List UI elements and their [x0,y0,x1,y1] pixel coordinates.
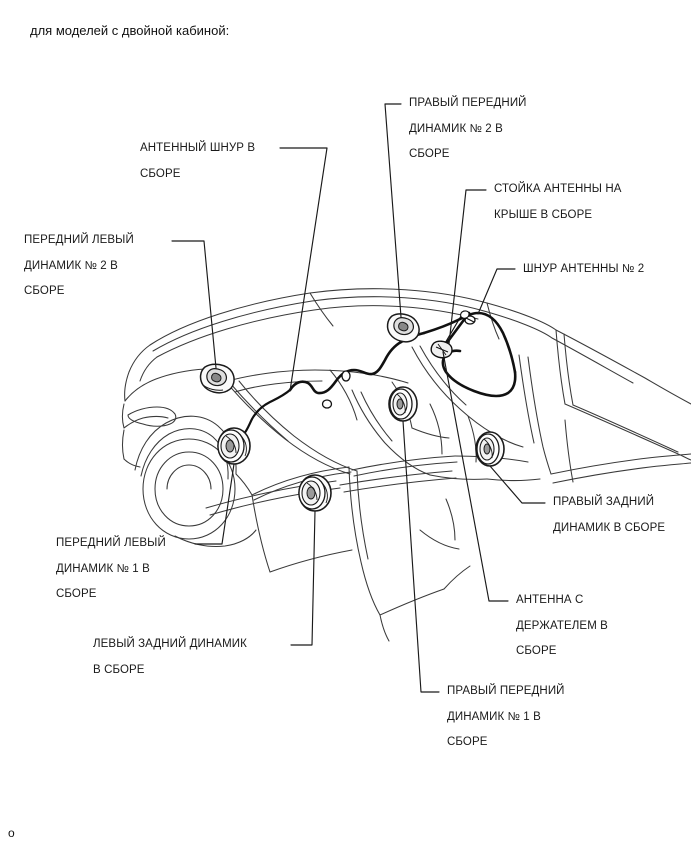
speaker-right-front-no1 [388,386,418,422]
callout-line: СБОРЕ [24,285,65,297]
leader-lines [171,103,546,693]
speaker-front-left-door-no1 [217,427,251,465]
callout-line: ПРАВЫЙ ПЕРЕДНИЙ [447,685,565,697]
callout-antenna-cord-assembly: АНТЕННЫЙ ШНУР В СБОРЕ [140,136,255,187]
callout-line: ДИНАМИК В СБОРЕ [553,521,666,534]
callout-right-rear-speaker-assembly: ПРАВЫЙ ЗАДНИЙ ДИНАМИК В СБОРЕ [553,490,665,541]
callout-roof-antenna-pole-assembly: СТОЙКА АНТЕННЫ НА КРЫШЕ В СБОРЕ [494,177,622,228]
speaker-front-left-no2 [199,363,235,394]
antenna-cord-clamps [321,315,476,409]
page-heading: для моделей с двойной кабиной: [30,23,230,38]
callout-line: СБОРЕ [447,736,488,748]
callout-line: ДЕРЖАТЕЛЕМ В [516,619,608,632]
callout-line: КРЫШЕ В СБОРЕ [494,208,593,221]
callout-front-left-speaker-no2-assembly: ПЕРЕДНИЙ ЛЕВЫЙ ДИНАМИК № 2 В СБОРЕ [24,228,134,305]
callout-front-left-speaker-no1-assembly: ПЕРЕДНИЙ ЛЕВЫЙ ДИНАМИК № 1 В СБОРЕ [56,531,166,608]
page-footnote: o [8,826,15,840]
callout-line: ДИНАМИК № 2 В [24,259,118,272]
callout-line: ДИНАМИК № 2 В [409,122,503,135]
callout-line: ПЕРЕДНИЙ ЛЕВЫЙ [24,234,134,246]
callout-antenna-cord-no2: ШНУР АНТЕННЫ № 2 [523,257,644,283]
callout-line: В СБОРЕ [93,663,145,676]
callout-line: ЛЕВЫЙ ЗАДНИЙ ДИНАМИК [93,638,247,650]
callout-line: ПРАВЫЙ ЗАДНИЙ [553,496,655,508]
callout-line: ПЕРЕДНИЙ ЛЕВЫЙ [56,537,166,549]
callout-line: СБОРЕ [516,645,557,657]
antenna-mast-with-holder [430,310,471,359]
callout-line: СБОРЕ [409,148,450,160]
callout-line: ПРАВЫЙ ПЕРЕДНИЙ [409,97,527,109]
callout-line: ШНУР АНТЕННЫ № 2 [523,263,645,275]
callout-line: АНТЕННА С [516,594,584,606]
callout-line: СБОРЕ [56,588,97,600]
callout-line: СТОЙКА АНТЕННЫ НА [494,183,622,195]
callout-right-front-speaker-no1-assembly: ПРАВЫЙ ПЕРЕДНИЙ ДИНАМИК № 1 В СБОРЕ [447,679,565,756]
callout-left-rear-speaker-assembly: ЛЕВЫЙ ЗАДНИЙ ДИНАМИК В СБОРЕ [93,632,247,683]
speaker-right-rear [475,431,505,467]
callout-antenna-with-holder-assembly: АНТЕННА С ДЕРЖАТЕЛЕМ В СБОРЕ [516,588,608,665]
speaker-front-right-no2 [386,313,420,343]
callout-line: ДИНАМИК № 1 В [447,710,541,723]
callout-line: ДИНАМИК № 1 В [56,562,150,575]
callout-right-front-speaker-no2-assembly: ПРАВЫЙ ПЕРЕДНИЙ ДИНАМИК № 2 В СБОРЕ [409,91,527,168]
callout-line: АНТЕННЫЙ ШНУР В [140,142,256,154]
callout-line: СБОРЕ [140,167,181,180]
speaker-rear-left-door [298,474,332,512]
